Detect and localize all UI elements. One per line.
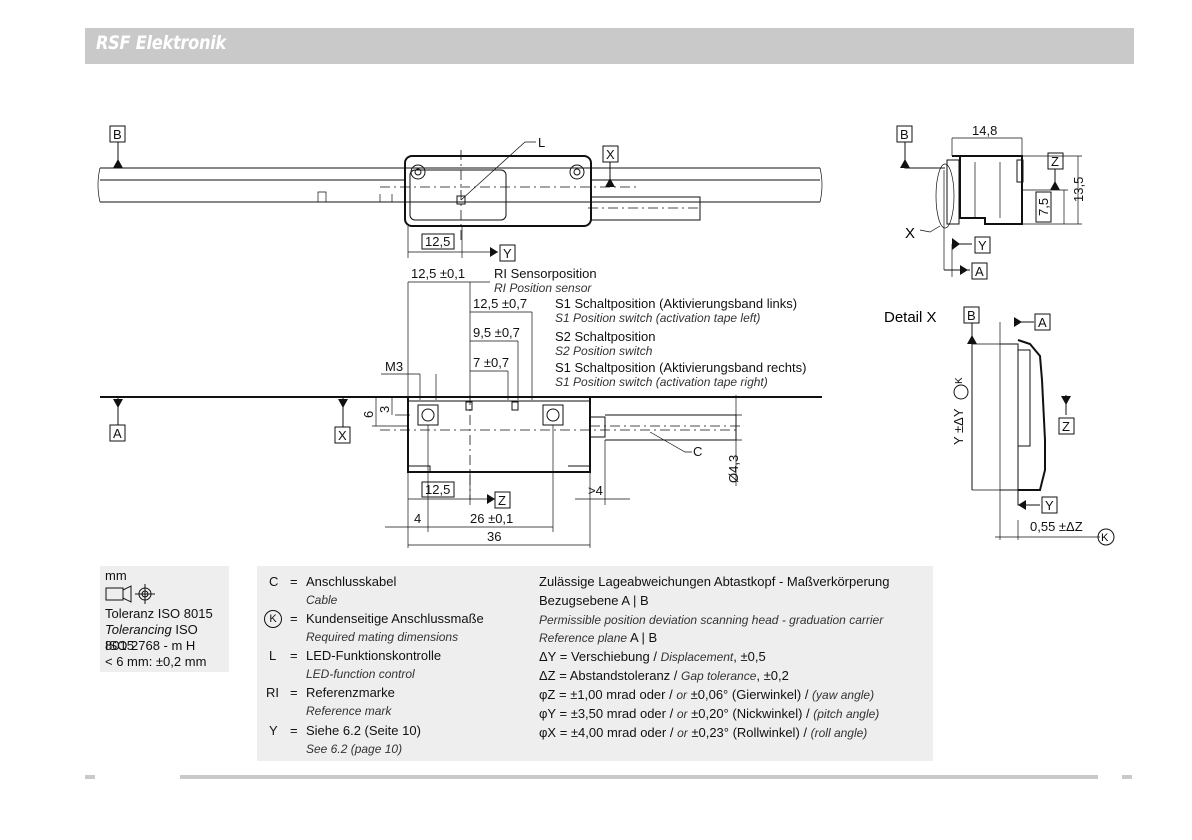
tolerance-line3: ISO 2768 - m H [105,638,196,653]
dim-y-detail: Y ±ΔY [951,408,966,445]
footer-marker-right [1122,775,1132,779]
label-l: L [538,135,545,150]
ref-y-side: Y [978,238,987,253]
dim-12-5-front: 12,5 [425,482,450,497]
ref-z-side: Z [1051,154,1059,169]
brand-logo: RSF Elektronik [96,32,226,54]
pos-0-label: RI Sensorposition [494,266,597,281]
ref-x-top: X [606,147,615,162]
detail-x: Detail X B A Y ±ΔY K Z Y 0,55 ±ΔZ K [884,306,1115,546]
legend-key-l: L [269,648,277,663]
ref-a-front: A [113,426,122,441]
footer-marker-left [85,775,95,779]
deviation-row-3: φY = ±3,50 mrad oder / or ±0,20° (Nickwi… [539,706,880,721]
tolerance-line1: Toleranz ISO 8015 [105,606,213,621]
ref-z-front: Z [498,493,506,508]
legend-sub-y: See 6.2 (page 10) [306,742,403,756]
deviation-row-2: φZ = ±1,00 mrad oder / or ±0,06° (Gierwi… [539,687,875,702]
legend-key-c: C [269,574,279,589]
pos-1-sub: S1 Position switch (activation tape left… [555,311,760,325]
pos-2-dim: 9,5 ±0,7 [473,325,520,340]
deviation-ref-plane-en-val: A | B [627,630,658,645]
deviation-title-en: Permissible position deviation scanning … [539,613,884,627]
ref-z-detail: Z [1062,419,1070,434]
pos-2-label: S2 Schaltposition [555,329,655,344]
legend-key-k: K [264,610,282,628]
legend-key-y: Y [269,723,278,738]
dim-3: 3 [377,406,392,413]
dim-gt4: >4 [588,483,603,498]
deviation-ref-plane: Bezugsebene A | B [539,593,649,608]
header-bar: RSF Elektronik [85,28,1134,64]
footer-bar [180,775,1098,779]
deviation-row-0: ΔY = Verschiebung / Displacement, ±0,5 [539,649,766,664]
tolerance-symbol-icon [105,584,155,604]
pos-3-sub: S1 Position switch (activation tape righ… [555,375,768,389]
ref-b-side: B [900,127,909,142]
legend-sub-ri: Reference mark [306,704,392,718]
dim-14-8: 14,8 [972,123,997,138]
legend-key-ri: RI [266,685,279,700]
ref-y-top: Y [503,246,512,261]
pos-2-sub: S2 Position switch [555,344,653,358]
ref-y-detail: Y [1045,498,1054,513]
legend-panel: C = Anschlusskabel Cable K = Kundenseiti… [257,566,933,761]
pos-1-label: S1 Schaltposition (Aktivierungsband link… [555,296,797,311]
legend-sub-c: Cable [306,593,338,607]
pos-3-dim: 7 ±0,7 [473,355,509,370]
tolerance-line2b: ISO 8015 [105,622,198,653]
ref-a-side: A [975,264,984,279]
label-c: C [693,444,702,459]
deviation-row-1: ΔZ = Abstandstoleranz / Gap tolerance, ±… [539,668,789,683]
dim-26: 26 ±0,1 [470,511,513,526]
tolerance-unit: mm [105,568,127,583]
k-circle-y: K [954,377,965,384]
tolerance-line4: < 6 mm: ±0,2 mm [105,654,207,669]
legend-text-k: Kundenseitige Anschlussmaße [306,611,484,626]
dim-dia: Ø4,3 [726,455,741,483]
dim-12-5-top: 12,5 [425,234,450,249]
deviation-title: Zulässige Lageabweichungen Abtastkopf - … [539,574,890,589]
k-circle-gap: K [1101,532,1109,544]
dim-4: 4 [414,511,421,526]
legend-sub-k: Required mating dimensions [306,630,459,644]
legend-sub-l: LED-function control [306,667,415,681]
deviation-ref-plane-en: Reference plane [539,631,628,645]
dim-13-5: 13,5 [1071,177,1086,202]
label-m3: M3 [385,359,403,374]
dim-36: 36 [487,529,501,544]
position-dimensions: 12,5 ±0,1 RI Sensorposition RI Position … [407,266,806,400]
label-x-side: X [905,225,915,242]
legend-text-c: Anschlusskabel [306,574,397,589]
legend-text-l: LED-Funktionskontrolle [306,648,442,663]
side-view: B 14,8 Z 13,5 7,5 Y A X [896,123,1086,280]
front-view: A X M3 6 3 C Ø4,3 12,5 Z >4 [100,359,822,548]
ref-b-detail: B [967,308,976,323]
sensor-body-top [404,155,592,227]
legend-text-y: Siehe 6.2 (Seite 10) [306,723,421,738]
pos-0-dim: 12,5 ±0,1 [411,266,465,281]
dim-6: 6 [361,411,376,418]
tolerance-line2a: Tolerancing [105,622,172,637]
top-view: L B X 12,5 Y [97,125,823,262]
deviation-row-4: φX = ±4,00 mrad oder / or ±0,23° (Rollwi… [539,725,868,740]
pos-3-label: S1 Schaltposition (Aktivierungsband rech… [555,360,806,375]
tolerance-panel: mm Toleranz ISO 8015 Tolerancing ISO 801… [100,566,229,672]
legend-text-ri: Referenzmarke [306,685,395,700]
ref-a-detail: A [1038,315,1047,330]
pos-1-dim: 12,5 ±0,7 [473,296,527,311]
ref-x-front: X [338,428,347,443]
ref-b-top: B [113,127,122,142]
dim-gap-detail: 0,55 ±ΔZ [1030,519,1083,534]
pos-0-sub: RI Position sensor [494,281,592,295]
detail-title: Detail X [884,309,937,326]
dim-7-5: 7,5 [1036,198,1051,216]
